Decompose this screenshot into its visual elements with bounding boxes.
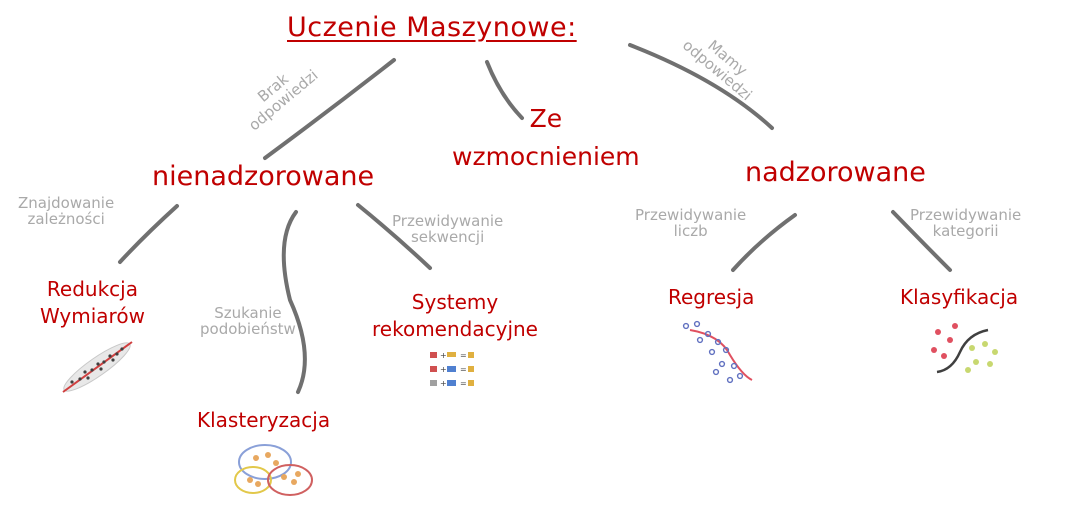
category-unsupervised: nienadzorowane [152,161,375,192]
edge-label-finding-similarities-line2: podobieństw [200,320,296,339]
method-clustering: Klasteryzacja [197,408,331,432]
method-recommender-systems-line2: rekomendacyjne [372,317,538,341]
clustering-illustration [234,444,313,496]
svg-text:+: + [440,351,447,360]
method-dimensionality-reduction-line2: Wymiarów [40,304,145,328]
connector-title-unsupervised [263,58,396,160]
category-reinforcement-line2: wzmocnieniem [452,141,640,171]
svg-text:=: = [460,379,467,388]
category-reinforcement-line1: Ze [529,104,563,133]
connector-supervised-regression [731,213,797,272]
edge-label-finding-dependencies: Znajdowanie zależności [18,194,115,229]
dimensionality-reduction-illustration [62,341,133,393]
edge-label-predicting-numbers-line1: Przewidywanie [635,206,747,224]
edge-label-predicting-categories-line2: kategorii [932,222,999,241]
classification-illustration [931,323,998,374]
edge-label-predicting-sequences-line1: Przewidywanie [392,212,504,230]
svg-text:+: + [440,379,447,388]
edge-label-finding-dependencies-line2: zależności [27,210,105,229]
connector-unsupervised-recommender [356,203,432,270]
svg-text:=: = [460,365,467,374]
method-dimensionality-reduction-line1: Redukcja [46,277,138,301]
diagram-title: Uczenie Maszynowe: [287,12,577,43]
recommender-illustration: + = + = + = [430,351,474,388]
edge-label-predicting-sequences-line2: sekwencji [410,228,485,247]
connector-supervised-classification [891,210,952,272]
category-reinforcement: Ze wzmocnieniem [452,100,640,175]
connector-title-reinforcement [485,60,524,120]
edge-label-predicting-numbers-line2: liczb [673,222,708,241]
method-recommender-systems-line1: Systemy [411,290,499,314]
method-dimensionality-reduction: Redukcja Wymiarów [40,276,145,330]
edge-label-finding-similarities-line1: Szukanie [214,304,282,322]
edge-label-finding-dependencies-line1: Znajdowanie [18,194,115,212]
edge-label-predicting-categories-line1: Przewidywanie [910,206,1022,224]
connector-unsupervised-reduction [118,204,179,264]
edge-label-predicting-numbers: Przewidywanie liczb [635,206,747,241]
method-regression: Regresja [668,285,755,309]
method-classification: Klasyfikacja [900,285,1019,309]
svg-text:+: + [440,365,447,374]
connector-title-supervised [628,43,774,130]
regression-illustration [682,320,753,384]
edge-label-predicting-sequences: Przewidywanie sekwencji [392,212,504,247]
edge-label-finding-similarities: Szukanie podobieństw [200,304,296,339]
connector-unsupervised-clustering [281,210,307,394]
svg-text:=: = [460,351,467,360]
category-supervised: nadzorowane [745,157,926,188]
method-recommender-systems: Systemy rekomendacyjne [372,289,538,343]
edge-label-predicting-categories: Przewidywanie kategorii [910,206,1022,241]
